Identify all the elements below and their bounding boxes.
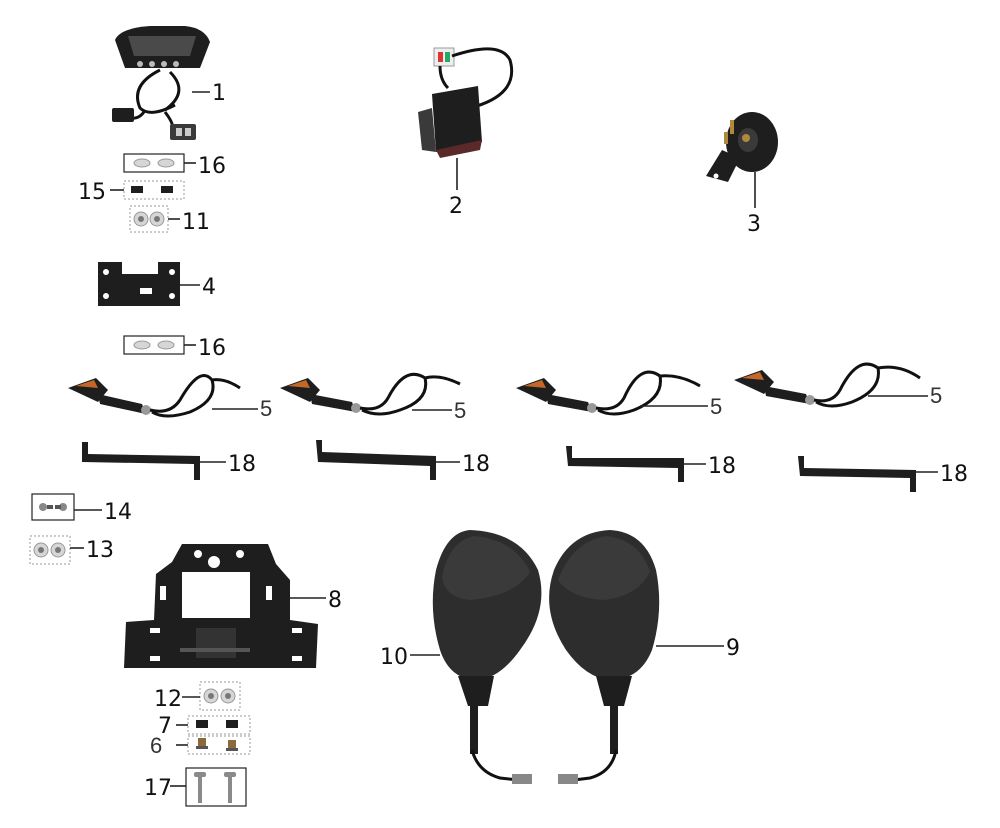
turn-signal-1: [68, 374, 241, 418]
part-number-2: 2: [449, 194, 463, 219]
part-number-9: 9: [726, 636, 740, 661]
speedometer: [112, 26, 210, 140]
bolt: [185, 767, 247, 807]
signal-bracket-4: [798, 456, 916, 492]
signal-bracket-2: [316, 440, 436, 480]
nut-c: [29, 535, 71, 565]
part-number-14: 14: [104, 500, 132, 525]
part-number-5-2: 5: [454, 398, 467, 423]
flasher-relay: [418, 47, 513, 158]
part-number-5-3: 5: [710, 394, 723, 419]
turn-signal-3: [516, 370, 701, 416]
horn: [706, 112, 778, 182]
part-number-16-lower: 16: [198, 336, 226, 361]
signal-bracket-1: [82, 442, 200, 480]
part-number-7: 7: [158, 714, 172, 739]
part-number-15: 15: [78, 180, 106, 205]
clip-b: [187, 715, 251, 735]
mirror-left: [432, 530, 542, 784]
part-number-18-2: 18: [462, 452, 490, 477]
part-number-10: 10: [380, 645, 408, 670]
clip-c: [123, 180, 185, 200]
part-number-1: 1: [212, 81, 226, 106]
part-number-18-3: 18: [708, 454, 736, 479]
part-number-11: 11: [182, 210, 210, 235]
screw-a: [31, 493, 75, 521]
part-number-5-4: 5: [930, 383, 943, 408]
signal-bracket-3: [566, 446, 684, 482]
part-number-3: 3: [747, 212, 761, 237]
speedometer-bracket: [98, 262, 180, 306]
part-number-4: 4: [202, 275, 216, 300]
nut-a: [129, 205, 169, 233]
part-number-18-4: 18: [940, 462, 968, 487]
part-number-17: 17: [144, 776, 172, 801]
part-number-13: 13: [86, 538, 114, 563]
part-number-12: 12: [154, 687, 182, 712]
part-number-16-upper: 16: [198, 154, 226, 179]
part-number-5-1: 5: [260, 396, 273, 421]
mirror-right: [549, 530, 660, 784]
turn-signal-2: [280, 372, 461, 416]
washer-upper: [123, 153, 185, 173]
part-number-6: 6: [150, 733, 163, 758]
nut-b: [199, 681, 241, 711]
clip-nut-a: [187, 735, 251, 755]
turn-signal-4: [734, 362, 921, 408]
part-number-18-1: 18: [228, 452, 256, 477]
part-number-8: 8: [328, 588, 342, 613]
license-plate-bracket: [124, 544, 318, 668]
washer-lower: [123, 335, 185, 355]
